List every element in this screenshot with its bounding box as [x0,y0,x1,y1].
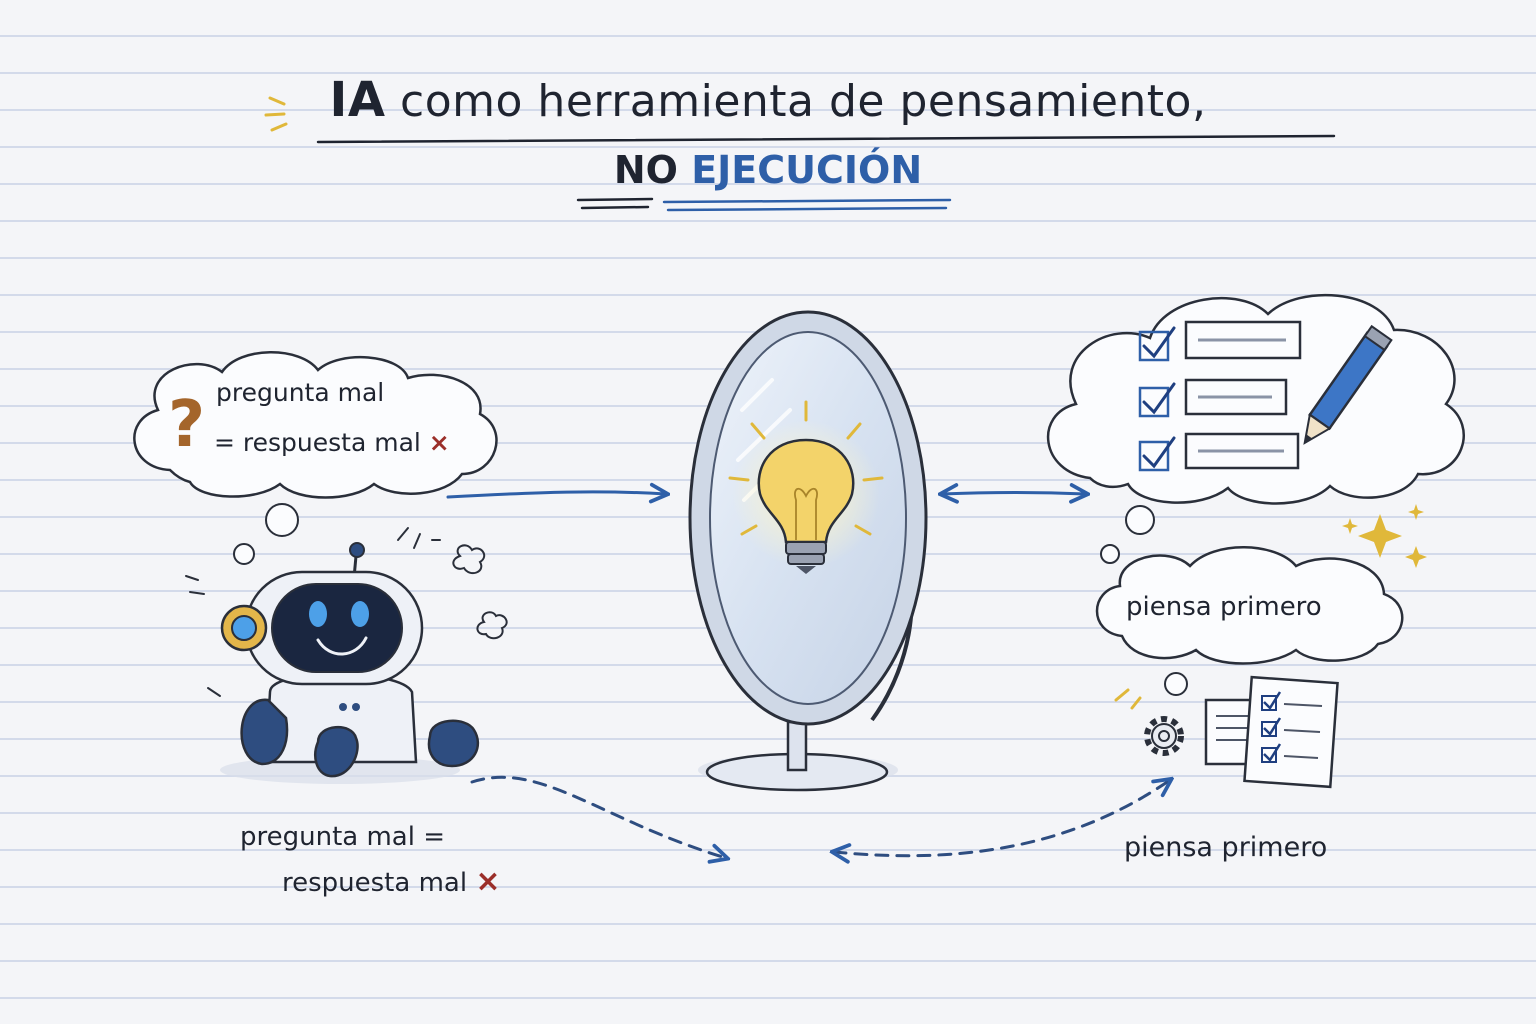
title-sparks-icon [264,96,288,132]
thought-cloud-small [1095,546,1404,665]
pencil-icon [1303,324,1393,445]
sparkle-icon [1342,504,1427,568]
robot-doodles [185,527,508,697]
arrow-cloud-to-mirror [446,492,666,497]
caption-error-x-icon: × [475,864,501,899]
caption-left-line2: respuesta mal × [282,864,500,899]
error-x-icon: × [428,428,450,457]
thought-dot-left-1 [265,503,299,537]
page-subtitle: NO EJECUCIÓN [0,148,1536,192]
ejecucion-underline [662,198,952,212]
bubble-left-line2: = respuesta mal × [214,428,450,457]
question-icon: ? [168,388,206,462]
caption-left-line2-text: respuesta mal [282,868,468,898]
title-ia: IA [329,72,386,128]
bubble-left-line1: pregunta mal [216,378,385,407]
title-main: como herramienta de pensamiento, [400,76,1207,127]
title-underline [316,134,1336,144]
thought-dot-right-1 [1125,505,1155,535]
dashed-arrow-right [834,780,1170,856]
title-no: NO [613,148,678,192]
dashed-arrow-left [470,775,726,858]
thought-cloud-left [133,351,498,499]
lightbulb-icon [728,400,884,574]
robot-icon [220,542,480,784]
no-underline [576,197,654,210]
page-title: IA como herramienta de pensamiento, [0,72,1536,128]
thought-dot-left-2 [233,543,255,565]
thought-dot-right-2 [1100,544,1120,564]
bubble-left-line2-text: = respuesta mal [214,428,421,457]
caption-left-line1: pregunta mal = [240,822,446,852]
gear-icon [1144,716,1184,756]
thought-dot-right-3 [1164,672,1188,696]
title-ejecucion: EJECUCIÓN [691,148,923,192]
checklist-icon [1138,320,1302,472]
doc-sparks [1114,688,1142,710]
bubble-right-text: piensa primero [1126,592,1322,622]
caption-right-text: piensa primero [1124,832,1328,863]
document-icon [1204,675,1339,789]
arrow-mirror-to-checklist [942,493,1086,495]
